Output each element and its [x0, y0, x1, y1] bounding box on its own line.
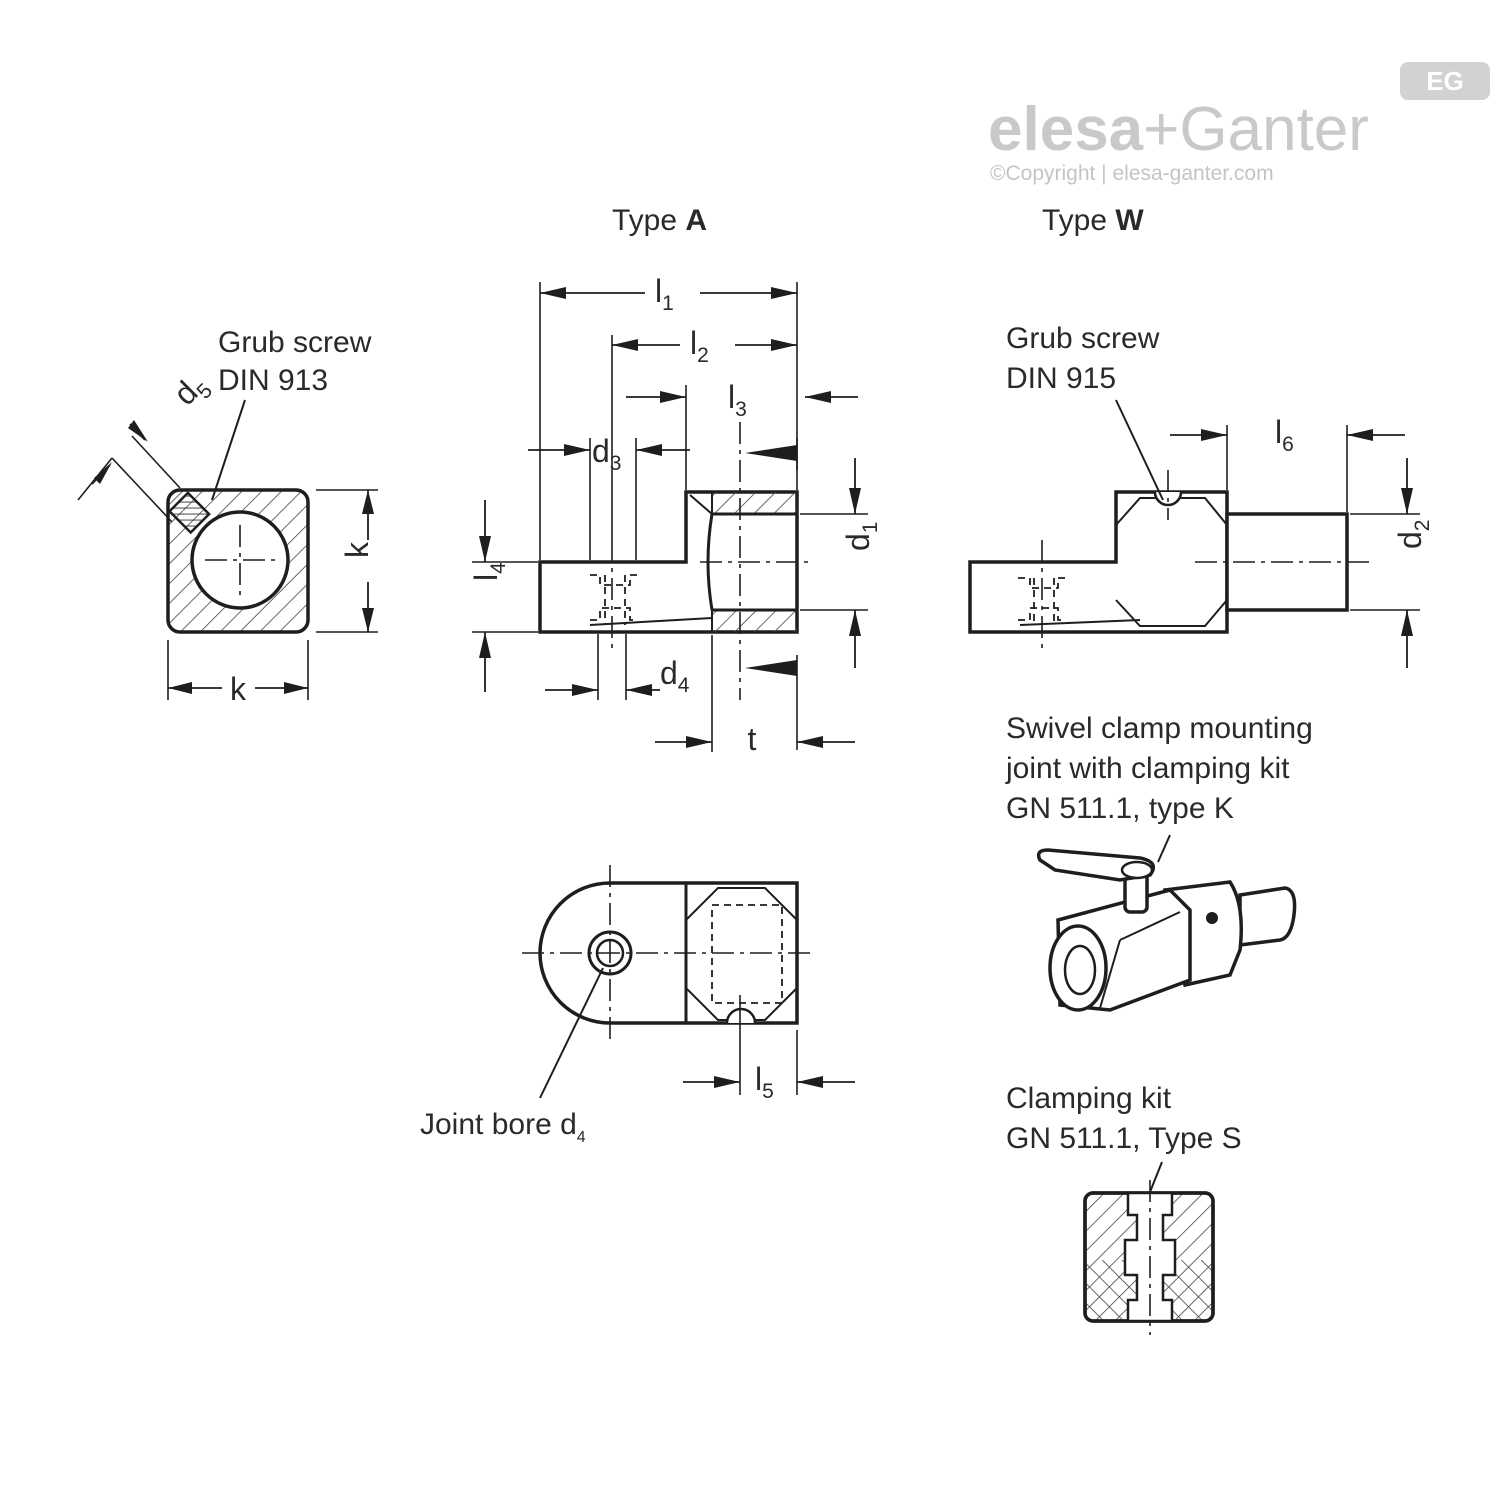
grub-screw-a-label-2: DIN 913 [218, 364, 328, 397]
elesa-ganter-logo: EG elesa+Ganter ©Copyright | elesa-gante… [988, 62, 1490, 185]
section-arrow-top [745, 445, 797, 461]
swivel-label-2: joint with clamping kit [1005, 752, 1290, 785]
dim-l3: l3 [728, 379, 747, 421]
logo-wordmark: elesa+Ganter [988, 95, 1369, 164]
type-a-title: Type A [612, 204, 707, 237]
type-w-title: Type W [1042, 204, 1144, 237]
dim-k-vertical: k [339, 541, 375, 558]
logo-copyright: ©Copyright | elesa-ganter.com [990, 162, 1274, 185]
dim-l5: l5 [755, 1061, 774, 1103]
section-bore [190, 510, 290, 610]
dim-k-horizontal: k [230, 671, 247, 707]
cross-section-view: k k d5 Grub screw DIN 913 [77, 326, 378, 707]
dim-t: t [748, 721, 757, 757]
logo-badge [1400, 62, 1490, 100]
type-w-hidden-bore [1018, 577, 1066, 624]
dim-d2: d2 [1392, 520, 1434, 549]
dim-d3: d3 [592, 433, 621, 475]
dim-l4: l4 [468, 562, 510, 581]
joint-bore-label: Joint bore d4 [420, 1108, 586, 1146]
dim-d4: d4 [660, 655, 690, 697]
kit-label-2: GN 511.1, Type S [1006, 1122, 1242, 1155]
type-a-top-grub-screw [725, 1007, 757, 1024]
dim-l1: l1 [655, 273, 674, 315]
clamping-kit-section [1083, 1180, 1215, 1335]
grub-screw-w-leader [1115, 399, 1164, 501]
swivel-label-3: GN 511.1, type K [1006, 792, 1234, 825]
clamping-kit-callout: Clamping kit GN 511.1, Type S [1006, 1082, 1242, 1193]
dim-l2: l2 [690, 325, 709, 367]
swivel-clamp-3d-illustration [1036, 848, 1297, 1012]
swivel-clamp-callout: Swivel clamp mounting joint with clampin… [1005, 712, 1313, 863]
grub-screw-w-label-1: Grub screw [1006, 322, 1160, 355]
dim-d1: d1 [840, 522, 882, 551]
joint-bore-leader [539, 967, 604, 1099]
swivel-label-1: Swivel clamp mounting [1006, 712, 1313, 745]
grub-screw-w-label-2: DIN 915 [1006, 362, 1116, 395]
type-a-top-body [538, 881, 799, 1025]
logo-badge-text: EG [1426, 66, 1464, 96]
type-a-hidden-bore [590, 574, 638, 625]
dim-d5: d5 [167, 366, 218, 417]
type-w-side-view: l6 d2 Grub screw DIN 915 [968, 322, 1434, 668]
grub-screw-a-leader [211, 399, 246, 501]
type-w-body [968, 490, 1229, 634]
kit-label-1: Clamping kit [1006, 1082, 1172, 1115]
dim-l6: l6 [1275, 414, 1294, 456]
type-a-side-view: l1 l2 l3 d3 d4 [468, 273, 882, 757]
type-a-top-view: l5 Joint bore d4 [420, 865, 855, 1146]
section-arrow-bottom [745, 660, 797, 676]
grub-screw-a-label-1: Grub screw [218, 326, 372, 359]
grub-screw-din913 [167, 491, 211, 535]
